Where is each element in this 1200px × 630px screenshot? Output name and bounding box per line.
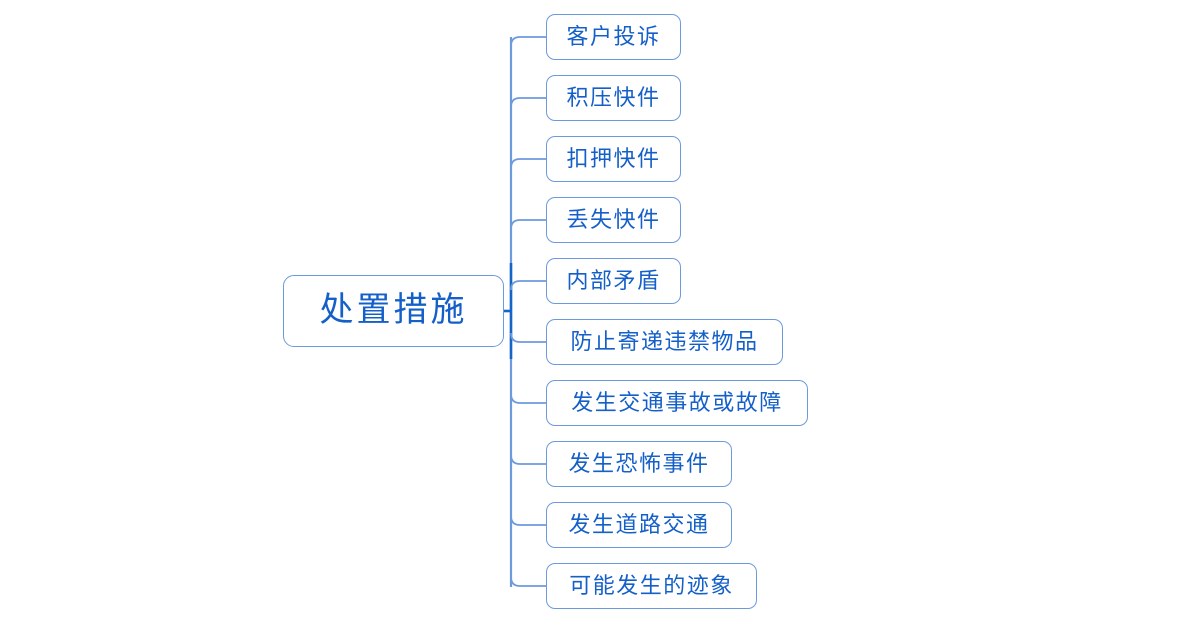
child-node-6-label: 防止寄递违禁物品 <box>570 329 759 354</box>
branch-connector-9 <box>510 515 546 526</box>
child-node-4-label: 丢失快件 <box>566 207 661 232</box>
branch-connector-8 <box>510 454 546 465</box>
child-node-7[interactable]: 发生交通事故或故障 <box>546 380 808 426</box>
child-node-6[interactable]: 防止寄递违禁物品 <box>546 319 783 365</box>
child-node-5-label: 内部矛盾 <box>566 268 661 293</box>
child-node-3-label: 扣押快件 <box>566 146 661 171</box>
branch-connector-6 <box>510 332 546 343</box>
branch-connector-5 <box>510 280 546 291</box>
child-node-3[interactable]: 扣押快件 <box>546 136 681 182</box>
child-node-2-label: 积压快件 <box>566 85 661 110</box>
child-node-8[interactable]: 发生恐怖事件 <box>546 441 732 487</box>
child-node-9[interactable]: 发生道路交通 <box>546 502 732 548</box>
child-node-5[interactable]: 内部矛盾 <box>546 258 681 304</box>
child-node-10-label: 可能发生的迹象 <box>569 573 734 598</box>
branch-connector-10 <box>510 576 546 587</box>
branch-connector-3 <box>510 158 546 169</box>
child-node-2[interactable]: 积压快件 <box>546 75 681 121</box>
branch-connector-4 <box>510 219 546 230</box>
child-node-4[interactable]: 丢失快件 <box>546 197 681 243</box>
child-node-10[interactable]: 可能发生的迹象 <box>546 563 757 609</box>
child-node-1[interactable]: 客户投诉 <box>546 14 681 60</box>
child-node-7-label: 发生交通事故或故障 <box>571 390 783 415</box>
branch-connector-2 <box>510 97 546 108</box>
child-node-8-label: 发生恐怖事件 <box>568 451 710 476</box>
child-node-1-label: 客户投诉 <box>566 24 661 49</box>
root-node[interactable]: 处置措施 <box>283 275 504 347</box>
child-node-9-label: 发生道路交通 <box>568 512 710 537</box>
branch-connector-7 <box>510 393 546 404</box>
branch-connector-1 <box>510 36 546 47</box>
root-node-label: 处置措施 <box>319 292 468 329</box>
